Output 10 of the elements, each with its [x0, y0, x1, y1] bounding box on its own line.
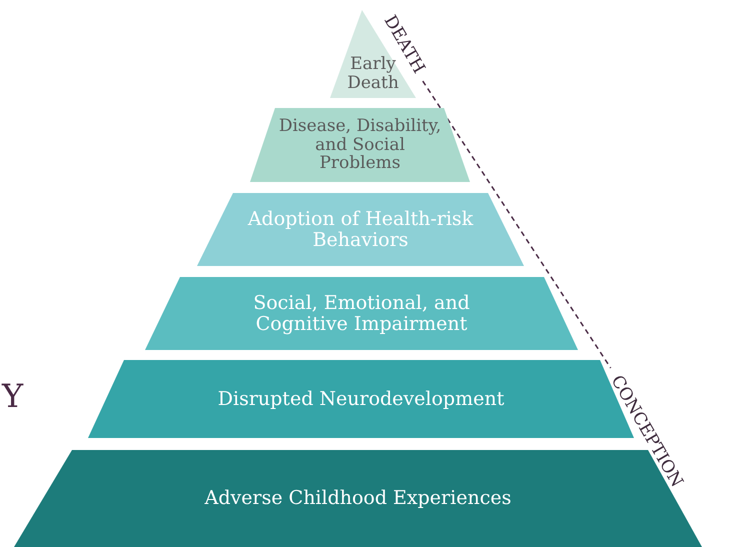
- tier-label: Adoption of Health-risk Behaviors: [246, 208, 474, 250]
- timeline-line: [422, 80, 612, 368]
- tier-label: Social, Emotional, and Cognitive Impairment: [252, 292, 471, 334]
- cut-off-letter: Y: [2, 380, 24, 412]
- tier-label: Adverse Childhood Experiences: [204, 488, 512, 509]
- tier-label: Disrupted Neurodevelopment: [218, 388, 504, 410]
- pyramid-tier: [250, 108, 470, 182]
- pyramid-tier: [197, 193, 524, 266]
- pyramid-tier: [145, 277, 578, 350]
- tier-label: Disease, Disability, and Social Problems: [278, 116, 442, 174]
